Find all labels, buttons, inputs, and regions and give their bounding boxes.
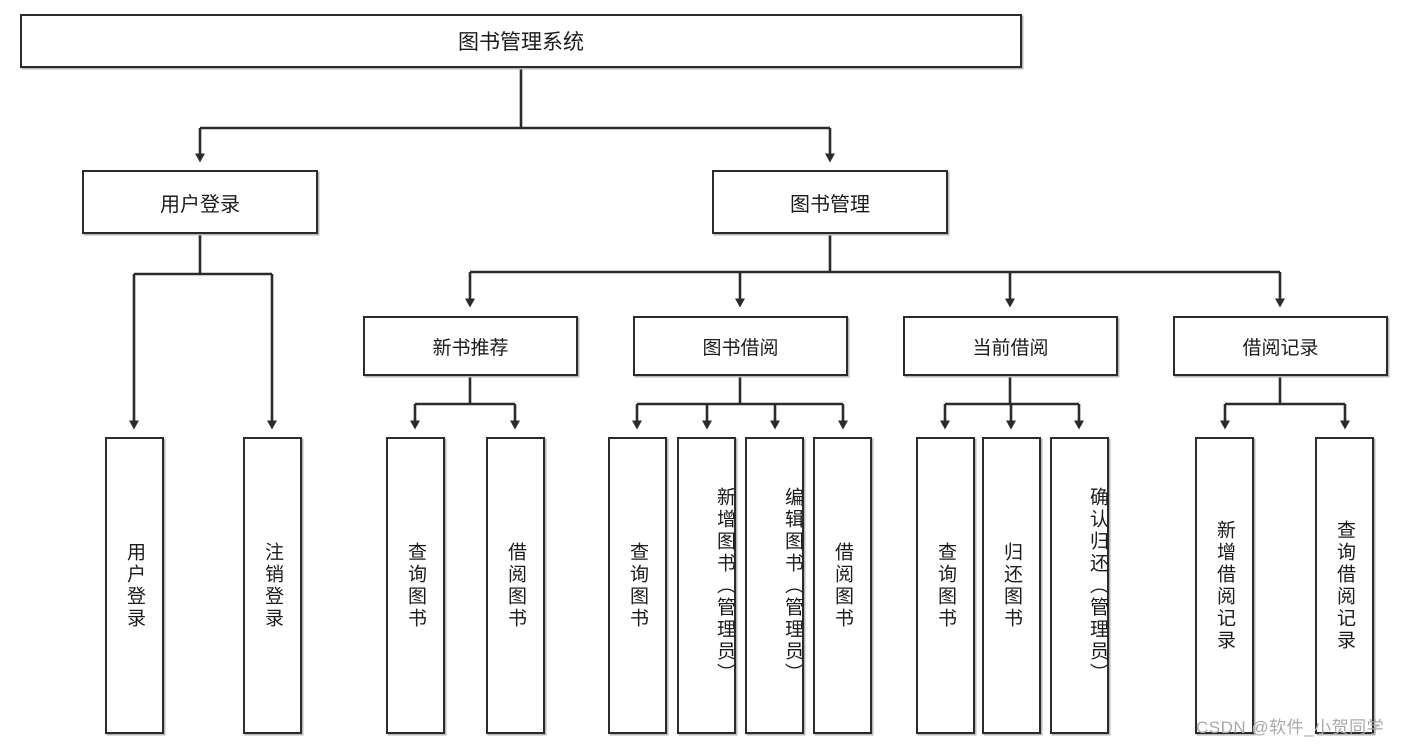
node-label: 用户登录 bbox=[124, 541, 145, 630]
node-label: 图书管理系统 bbox=[458, 31, 584, 54]
node-book-borrow[interactable]: 图书借阅 bbox=[633, 316, 848, 376]
node-book-management[interactable]: 图书管理 bbox=[712, 170, 948, 234]
node-root-system[interactable]: 图书管理系统 bbox=[20, 14, 1022, 68]
node-label: 确认归还（管理员） bbox=[1087, 486, 1108, 685]
leaf-borrow-book-recommend[interactable]: 借阅图书 bbox=[486, 437, 545, 734]
node-label: 借阅图书 bbox=[832, 541, 853, 630]
leaf-query-book-borrow[interactable]: 查询图书 bbox=[608, 437, 667, 734]
leaf-add-book-admin[interactable]: 新增图书（管理员） bbox=[677, 437, 736, 734]
node-label: 新书推荐 bbox=[432, 337, 509, 359]
leaf-confirm-return-admin[interactable]: 确认归还（管理员） bbox=[1050, 437, 1109, 734]
leaf-add-borrow-record[interactable]: 新增借阅记录 bbox=[1195, 437, 1254, 734]
node-label: 编辑图书（管理员） bbox=[782, 486, 803, 685]
node-label: 当前借阅 bbox=[972, 337, 1049, 359]
node-label: 查询图书 bbox=[405, 541, 426, 630]
node-label: 查询借阅记录 bbox=[1334, 519, 1355, 652]
leaf-edit-book-admin[interactable]: 编辑图书（管理员） bbox=[745, 437, 804, 734]
node-new-book-recommend[interactable]: 新书推荐 bbox=[363, 316, 578, 376]
node-label: 查询图书 bbox=[935, 541, 956, 630]
node-label: 归还图书 bbox=[1001, 541, 1022, 630]
watermark: CSDN @软件_小贺同学 bbox=[1196, 718, 1385, 737]
node-label: 借阅记录 bbox=[1242, 337, 1319, 359]
leaf-query-book-current[interactable]: 查询图书 bbox=[916, 437, 975, 734]
leaf-return-book[interactable]: 归还图书 bbox=[982, 437, 1041, 734]
leaf-logout-login[interactable]: 注销登录 bbox=[243, 437, 302, 734]
leaf-query-borrow-record[interactable]: 查询借阅记录 bbox=[1315, 437, 1374, 734]
node-user-login[interactable]: 用户登录 bbox=[82, 170, 318, 234]
node-label: 新增图书（管理员） bbox=[714, 486, 735, 685]
node-borrow-record[interactable]: 借阅记录 bbox=[1173, 316, 1388, 376]
node-label: 借阅图书 bbox=[505, 541, 526, 630]
node-label: 新增借阅记录 bbox=[1214, 519, 1235, 652]
leaf-borrow-book[interactable]: 借阅图书 bbox=[813, 437, 872, 734]
leaf-user-login[interactable]: 用户登录 bbox=[105, 437, 164, 734]
node-current-borrow[interactable]: 当前借阅 bbox=[903, 316, 1118, 376]
node-label: 查询图书 bbox=[627, 541, 648, 630]
node-label: 用户登录 bbox=[160, 193, 240, 216]
node-label: 注销登录 bbox=[262, 541, 283, 630]
node-label: 图书管理 bbox=[790, 193, 870, 216]
node-label: 图书借阅 bbox=[702, 337, 779, 359]
leaf-query-book-recommend[interactable]: 查询图书 bbox=[386, 437, 445, 734]
